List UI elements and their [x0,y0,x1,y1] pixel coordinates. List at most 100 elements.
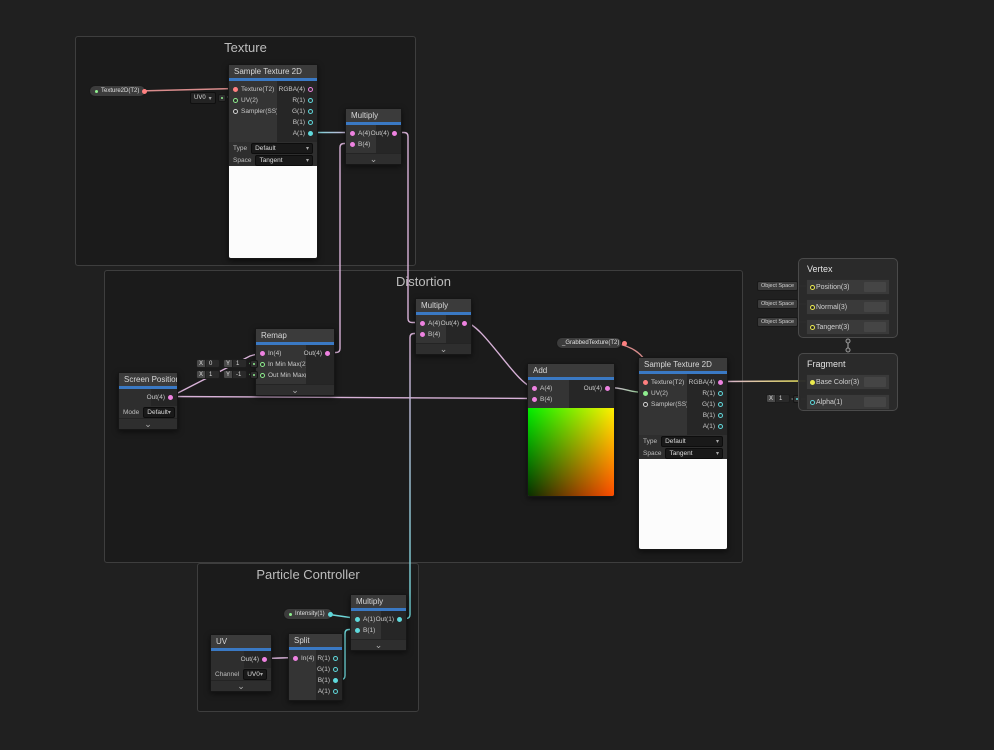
object-space-dropdown[interactable]: Object Space [757,317,799,327]
output-port-r-1[interactable]: R(1) [687,388,727,399]
input-port-in-4[interactable]: In(4) [256,348,306,359]
vector-component[interactable]: Y-1 [223,370,248,379]
input-port-b-4[interactable]: B(4) [416,329,446,340]
output-port-out-1[interactable]: Out(1) [376,614,406,625]
input-port-texture-t2[interactable]: Texture(T2) [229,84,277,95]
block-normal-3[interactable]: Normal(3) [806,299,890,315]
dropdown-type[interactable]: Default [251,142,313,154]
input-port-a-4[interactable]: A(4) [346,128,376,139]
collapse-chevron-icon[interactable] [119,418,177,429]
input-port-b-4[interactable]: B(4) [346,139,376,150]
object-space-dropdown[interactable]: Object Space [757,299,799,309]
input-port-b-1[interactable]: B(1) [351,625,381,636]
component-value-field[interactable]: -1 [232,370,248,379]
input-port-texture-t2[interactable]: Texture(T2) [639,377,687,388]
collapse-chevron-icon[interactable] [256,384,334,395]
collapse-chevron-icon[interactable] [416,343,471,354]
output-port-out-4[interactable]: Out(4) [147,392,177,403]
output-port-a-1[interactable]: A(1) [687,421,727,432]
input-port-a-4[interactable]: A(4) [416,318,446,329]
port-dot [333,656,338,661]
input-port-in-4[interactable]: In(4) [289,653,316,664]
dropdown-space[interactable]: Tangent [665,447,723,459]
wire-sample2-rgba-to-basecolor[interactable] [720,380,806,383]
component-value-field[interactable]: 0 [205,359,221,368]
wire-remap-out-to-multiply-b[interactable] [327,142,353,354]
dropdown-space[interactable]: Tangent [255,154,313,166]
block-base-color-3[interactable]: Base Color(3) [806,374,890,390]
output-port-out-4[interactable]: Out(4) [569,383,614,394]
collapse-chevron-icon[interactable] [351,639,406,650]
output-port-a-1[interactable]: A(1) [277,128,317,139]
collapse-chevron-icon[interactable] [211,680,271,691]
input-port-sampler-ss[interactable]: Sampler(SS) [229,106,278,117]
input-port-sampler-ss[interactable]: Sampler(SS) [639,399,688,410]
dropdown-channel[interactable]: UV0 [243,668,267,680]
node-title: Remap [256,329,334,342]
input-port-uv-2[interactable]: UV(2) [229,95,277,106]
input-port-uv-2[interactable]: UV(2) [639,388,687,399]
dropdown-mode[interactable]: Default [143,406,175,418]
output-port-b-1[interactable]: B(1) [687,410,727,421]
wire-multiply-dist-to-add-a[interactable] [464,321,535,389]
collapse-chevron-icon[interactable] [346,153,401,164]
block-alpha-1[interactable]: Alpha(1) [806,394,890,410]
dropdown-type[interactable]: Default [661,435,723,447]
default-dropdown-uv0[interactable]: UV0 [190,92,226,104]
input-port-out-min-max-2[interactable]: Out Min Max(2) [256,370,313,381]
output-port-rgba-4[interactable]: RGBA(4) [687,377,727,388]
component-value-field[interactable]: 1 [205,370,221,379]
block-tangent-3[interactable]: Tangent(3) [806,319,890,335]
output-port-g-1[interactable]: G(1) [316,664,342,675]
wire-screenpos-to-add-b[interactable] [170,395,535,400]
property-pill-texture2d-property[interactable]: Texture2D(T2) [89,85,148,97]
input-port-a-4[interactable]: A(4) [528,383,569,394]
output-port-out-4[interactable]: Out(4) [241,654,271,665]
output-port-g-1[interactable]: G(1) [277,106,317,117]
wire-texture2d-to-sample1-texture[interactable] [137,87,236,92]
component-value-field[interactable]: 1 [232,359,248,368]
output-port-g-1[interactable]: G(1) [687,399,727,410]
output-port-b-1[interactable]: B(1) [316,675,342,686]
output-port-a-1[interactable]: A(1) [316,686,342,697]
input-port-a-1[interactable]: A(1) [351,614,381,625]
component-value-field[interactable]: 1 [775,394,791,403]
output-port-rgba-4[interactable]: RGBA(4) [277,84,317,95]
output-port-r-1[interactable]: R(1) [316,653,342,664]
output-port-out-4[interactable]: Out(4) [441,318,471,329]
output-port-out-4[interactable]: Out(4) [304,348,334,359]
wire-multiply-particle-to-multiply-dist-b[interactable] [395,332,423,620]
output-port-out-4[interactable]: Out(4) [371,128,401,139]
port-dot [622,340,628,346]
property-pill-intensity-property[interactable]: Intensity(1) [283,608,333,620]
output-port-b-1[interactable]: B(1) [277,117,317,128]
input-port-b-4[interactable]: B(4) [528,394,569,405]
output-port-r-1[interactable]: R(1) [277,95,317,106]
property-pill-grabbedtexture-property[interactable]: _GrabbedTexture(T2) [556,337,628,349]
port-dot [308,87,313,92]
block-position-3[interactable]: Position(3) [806,279,890,295]
object-space-dropdown[interactable]: Object Space [757,281,799,291]
wire-multiply-tex-to-multiply-dist-a[interactable] [394,131,423,324]
group-distortion[interactable]: Distortion [104,270,743,563]
node-accent-bar [416,312,471,315]
input-port-in-min-max-2[interactable]: In Min Max(2) [256,359,308,370]
port-dot [392,131,397,136]
